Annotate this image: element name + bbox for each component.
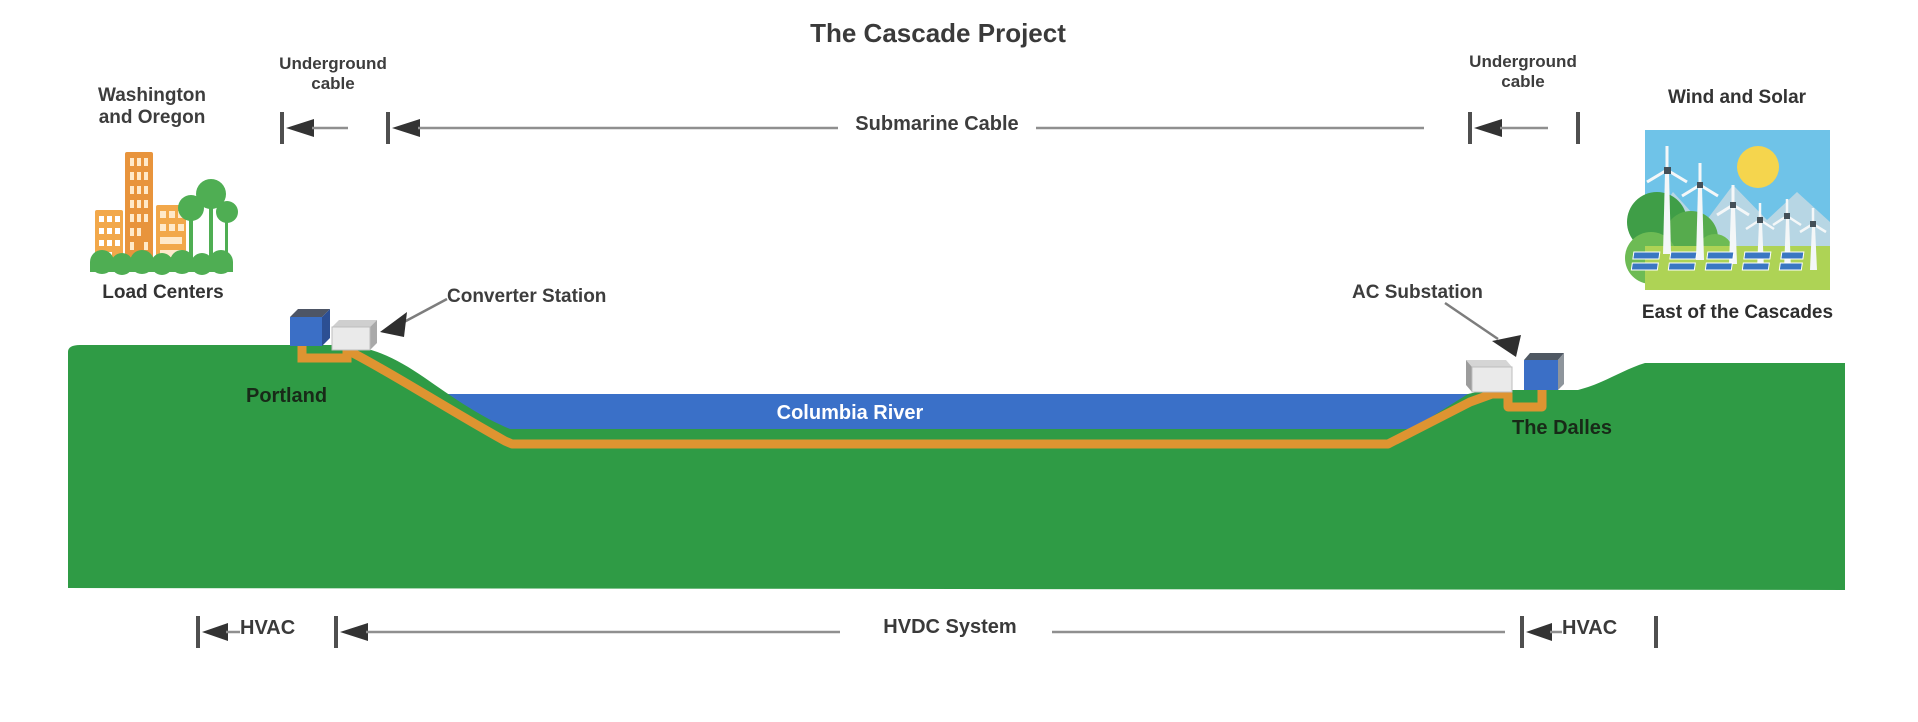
ac-substation-arrow — [1444, 301, 1521, 357]
arrowhead-icon — [202, 623, 228, 641]
ac-substation-buildings — [1466, 353, 1564, 393]
arrowhead-icon — [340, 623, 368, 641]
hvdc-cable-main-run — [346, 346, 1547, 449]
the-dalles-label: The Dalles — [1512, 417, 1613, 439]
converter-station-label: Converter Station — [447, 286, 607, 307]
wind-turbines-icon — [1646, 146, 1827, 270]
bushes-icon — [90, 250, 233, 275]
underground-cable-left-label: Underground cable — [279, 54, 387, 94]
converter-station-buildings — [290, 309, 377, 351]
load-centers-label: Load Centers — [102, 282, 224, 303]
columbia-river-label: Columbia River — [776, 402, 924, 424]
terrain — [68, 345, 1845, 590]
hvdc-system-label: HVDC System — [883, 616, 1017, 638]
arrowhead-icon — [1526, 623, 1552, 641]
hvac-left-label: HVAC — [240, 617, 296, 639]
city-buildings-icon — [90, 152, 238, 275]
submarine-cable-label: Submarine Cable — [855, 113, 1019, 135]
east-of-cascades-label: East of the Cascades — [1641, 302, 1834, 323]
solar-panels-icon — [1630, 251, 1805, 271]
ac-substation-label: AC Substation — [1352, 282, 1483, 303]
trees-icon — [178, 179, 238, 260]
diagram-title: The Cascade Project — [810, 18, 1066, 48]
arrowhead-icon — [392, 119, 420, 137]
arrowhead-icon — [286, 119, 314, 137]
wind-and-solar-label: Wind and Solar — [1667, 87, 1807, 108]
hvac-right-label: HVAC — [1562, 617, 1618, 639]
arrowhead-icon — [1474, 119, 1502, 137]
river-water — [442, 394, 1472, 429]
converter-station-arrow — [380, 297, 448, 337]
region-label-washington-oregon: Washington and Oregon — [98, 85, 206, 129]
bottom-dimension-lines — [196, 616, 1658, 648]
wind-and-solar-icon — [1625, 130, 1830, 290]
top-dimension-lines — [280, 112, 1580, 144]
sun-icon — [1737, 146, 1779, 188]
underground-cable-right-label: Underground cable — [1469, 52, 1577, 92]
portland-label: Portland — [246, 385, 328, 407]
